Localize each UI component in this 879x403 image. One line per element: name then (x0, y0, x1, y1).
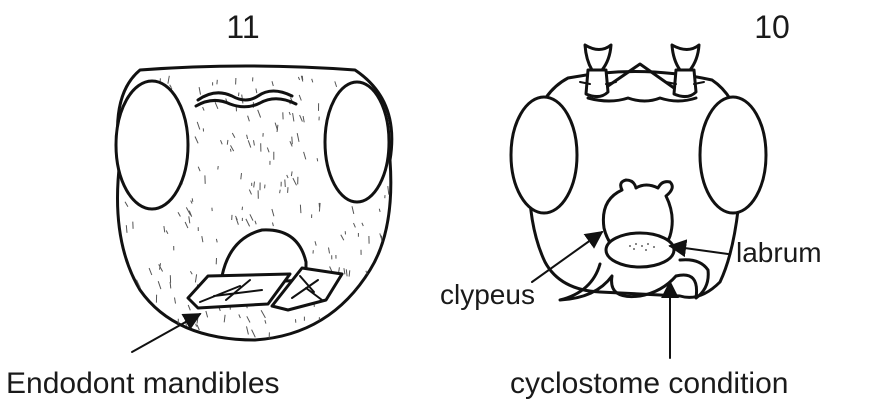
stipple-mark (371, 299, 372, 307)
figure-10-number: 10 (754, 9, 790, 45)
stipple-mark (227, 140, 228, 145)
stipple-mark (384, 331, 386, 335)
labrum-10 (606, 233, 674, 267)
stipple-mark (319, 203, 320, 212)
figure-11-number: 11 (226, 9, 259, 45)
cyclostome-condition-label: cyclostome condition (510, 367, 788, 400)
stipple-mark (365, 283, 366, 286)
stipple-mark (345, 331, 348, 338)
stipple-mark (359, 322, 360, 327)
stipple-mark (126, 225, 127, 233)
labrum-label: labrum (736, 237, 822, 268)
stipple-mark (382, 307, 384, 311)
figure-11: 11 Endodont mandibles (6, 9, 392, 400)
right-compound-eye-11 (325, 82, 389, 202)
right-compound-eye-10 (700, 97, 766, 213)
stipple-mark (241, 173, 242, 179)
stipple-mark (377, 76, 379, 81)
stipple-mark (170, 282, 171, 288)
stipple-mark (280, 190, 281, 194)
stipple-mark (192, 198, 193, 202)
stipple-mark (317, 158, 318, 161)
left-compound-eye-11 (116, 81, 188, 209)
stipple-mark (170, 331, 172, 336)
stipple-mark (349, 270, 350, 276)
stipple-mark (381, 283, 384, 291)
clypeus-label: clypeus (440, 279, 535, 310)
left-compound-eye-10 (511, 97, 577, 213)
stipple-mark (230, 149, 231, 152)
mandibles-pointer (132, 314, 200, 352)
figure-10: 10 (440, 9, 822, 400)
stipple-mark (145, 304, 147, 307)
stipple-mark (292, 137, 293, 145)
endodont-mandibles-label: Endodont mandibles (6, 367, 280, 400)
stipple-mark (291, 171, 292, 176)
stipple-mark (126, 329, 128, 335)
stipple-mark (348, 323, 349, 328)
stipple-mark (285, 180, 286, 188)
stipple-mark (377, 272, 378, 275)
stipple-mark (300, 205, 301, 213)
